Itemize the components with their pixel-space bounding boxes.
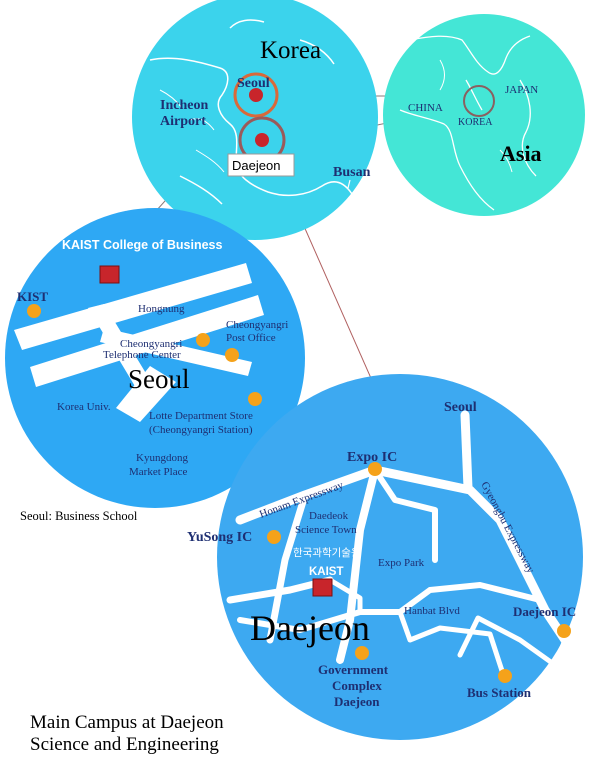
daedeok-label-2: Science Town [295, 524, 357, 536]
asia-title: Asia [500, 141, 542, 166]
asia-korea-ring [463, 85, 495, 117]
kyungdong-label-1: Kyungdong [136, 452, 188, 464]
busan-label: Busan [333, 165, 371, 180]
seoul-ring-marker [233, 72, 279, 118]
post-office-label-1: Cheongyangri [226, 319, 288, 331]
seoul-roads [14, 263, 264, 422]
seoul-circle: KAIST College of Business KIST Hongnung … [5, 208, 305, 508]
daejeon-title: Daejeon [250, 608, 370, 648]
bus-station-marker [498, 669, 512, 683]
asia-korea-label: KOREA [458, 117, 493, 128]
tel-center-marker [196, 333, 210, 347]
lotte-label-2: (Cheongyangri Station) [149, 424, 253, 436]
daejeon-roads [226, 410, 570, 683]
college-campus-marker [99, 265, 120, 284]
hanbat-blvd-label: Hanbat Blvd [404, 605, 460, 617]
lotte-marker [248, 392, 262, 406]
korea-circle: Korea Seoul Incheon Airport Daejeon Busa… [132, 0, 381, 240]
daejeon-ic-marker [557, 624, 571, 638]
gov-complex-label-1: Government [318, 662, 389, 677]
government-complex-marker [355, 646, 369, 660]
daejeon-ic-label: Daejeon IC [513, 604, 576, 619]
gov-complex-label-2: Complex [332, 678, 382, 693]
post-office-marker [225, 348, 239, 362]
china-label: CHINA [408, 102, 443, 114]
kaist-label: KAIST [309, 566, 344, 578]
expo-ic-marker [368, 462, 382, 476]
yusong-ic-marker [267, 530, 281, 544]
yusong-ic-label: YuSong IC [187, 530, 252, 545]
kyungdong-label-2: Market Place [129, 466, 187, 478]
tel-center-label-1: Cheongyangri [120, 338, 182, 350]
bus-station-label: Bus Station [467, 685, 532, 700]
kaist-campus-marker [312, 578, 333, 597]
seoul-title: Seoul [128, 364, 190, 394]
korea-daejeon-label: Daejeon [232, 158, 280, 173]
seoul-road [460, 410, 473, 493]
korea-univ-label: Korea Univ. [57, 401, 111, 413]
asia-circle: Asia CHINA JAPAN KOREA [383, 14, 585, 216]
kist-label: KIST [17, 289, 48, 304]
tel-center-label-2: Telephone Center [103, 349, 181, 361]
daejeon-seoul-label: Seoul [444, 400, 477, 415]
asia-coastline [399, 35, 537, 211]
main-caption-line1: Main Campus at Daejeon [30, 712, 224, 733]
incheon-label-2: Airport [160, 114, 206, 129]
daejeon-circle: Seoul Expo IC Honam Expressway Gyeongbu … [187, 374, 583, 740]
seoul-caption: Seoul: Business School [20, 509, 138, 523]
kist-marker [27, 304, 41, 318]
korea-title: Korea [260, 37, 321, 64]
incheon-label-1: Incheon [160, 98, 208, 113]
gov-complex-label-3: Daejeon [334, 694, 380, 709]
expo-park-label: Expo Park [378, 557, 425, 569]
hanbat-blvd-road [357, 582, 568, 643]
main-caption-line2: Science and Engineering [30, 734, 219, 755]
lotte-label-1: Lotte Department Store [149, 410, 253, 422]
hongnung-label: Hongnung [138, 303, 185, 315]
japan-label: JAPAN [505, 84, 538, 96]
daejeon-label-box [227, 153, 295, 177]
daedeok-label-1: Daedeok [309, 510, 349, 522]
expo-ic-label: Expo IC [347, 450, 397, 465]
college-label: KAIST College of Business [62, 238, 222, 252]
korea-seoul-label: Seoul [237, 76, 270, 91]
kaist-korean-label: 한국과학기술원 [293, 547, 361, 559]
post-office-label-2: Post Office [226, 332, 276, 344]
